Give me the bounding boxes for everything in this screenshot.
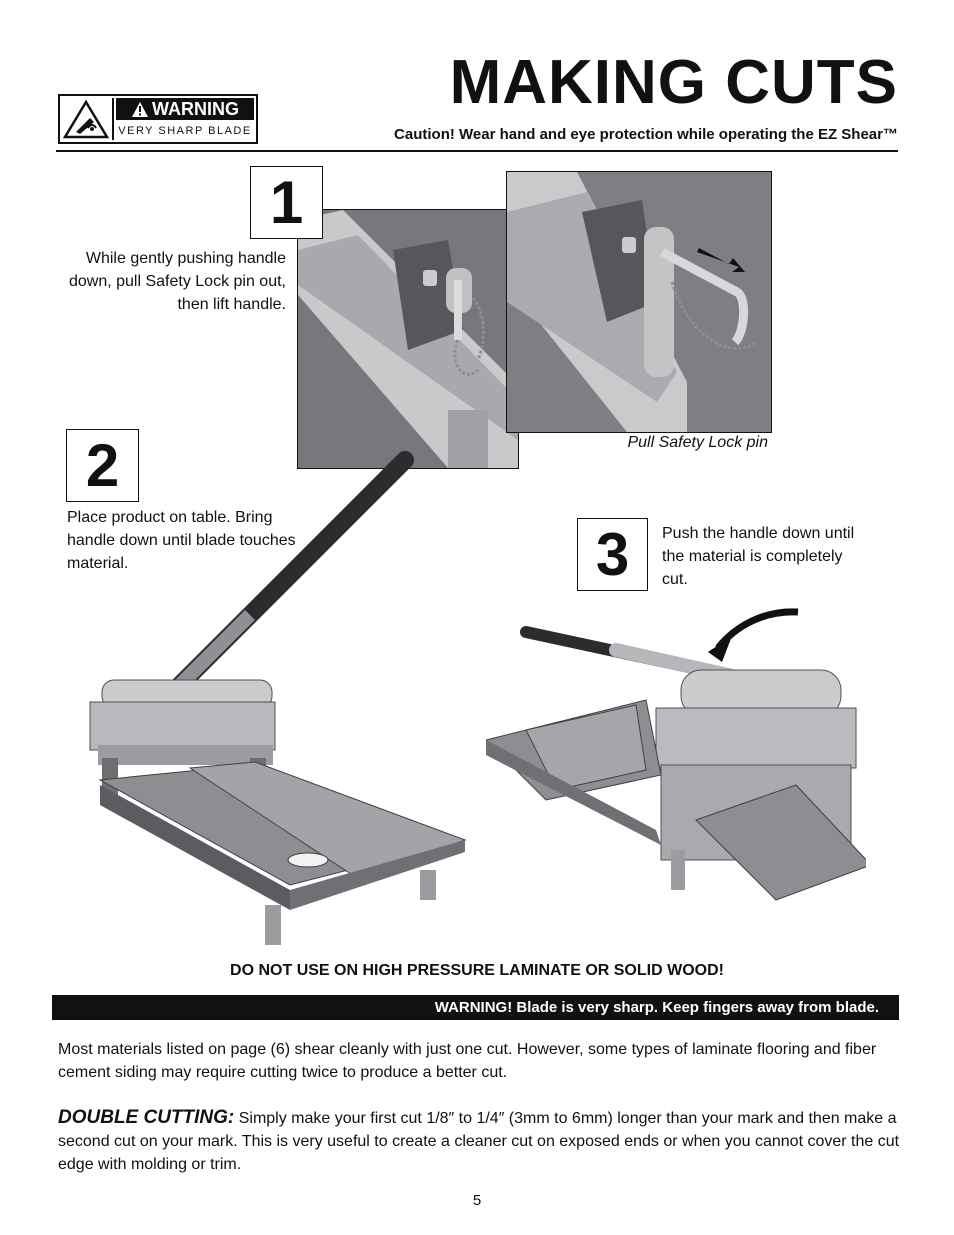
double-cutting-heading: DOUBLE CUTTING: bbox=[58, 1107, 235, 1128]
blade-hazard-icon bbox=[62, 98, 114, 140]
page-title: MAKING CUTS bbox=[449, 48, 898, 117]
warning-heading: WARNING bbox=[116, 98, 254, 120]
blade-warning-bar: WARNING! Blade is very sharp. Keep finge… bbox=[52, 995, 899, 1020]
step-2-text: Place product on table. Bring handle dow… bbox=[67, 509, 296, 572]
warning-label: WARNING VERY SHARP BLADE bbox=[58, 94, 258, 144]
safety-lock-detail-image bbox=[297, 209, 519, 469]
safety-pin-caption: Pull Safety Lock pin bbox=[627, 434, 768, 451]
page-number: 5 bbox=[472, 1192, 482, 1209]
alert-triangle-icon bbox=[132, 101, 148, 117]
shear-handle-lowered-image bbox=[486, 600, 866, 905]
body-paragraph-1: Most materials listed on page (6) shear … bbox=[58, 1041, 877, 1081]
caution-text: Caution! Wear hand and eye protection wh… bbox=[394, 126, 898, 143]
header-divider bbox=[56, 150, 898, 152]
step-2-number: 2 bbox=[66, 429, 139, 502]
shear-handle-raised-image bbox=[80, 440, 480, 955]
step-3-text: Push the handle down until the material … bbox=[662, 525, 855, 588]
warning-subtext: VERY SHARP BLADE bbox=[118, 125, 252, 137]
blade-warning-text: WARNING! Blade is very sharp. Keep finge… bbox=[434, 999, 879, 1016]
step-3-number: 3 bbox=[577, 518, 648, 591]
material-warning-notice: DO NOT USE ON HIGH PRESSURE LAMINATE OR … bbox=[230, 962, 724, 979]
step-1-text: While gently pushing handle down, pull S… bbox=[68, 250, 286, 313]
double-cutting-paragraph: DOUBLE CUTTING: Simply make your first c… bbox=[58, 1106, 900, 1176]
safety-pin-pulled-image bbox=[506, 171, 772, 433]
double-cutting-text: Simply make your first cut 1/8″ to 1/4″ … bbox=[58, 1110, 900, 1173]
warning-heading-text: WARNING bbox=[152, 98, 239, 119]
step-1-number: 1 bbox=[250, 166, 323, 239]
